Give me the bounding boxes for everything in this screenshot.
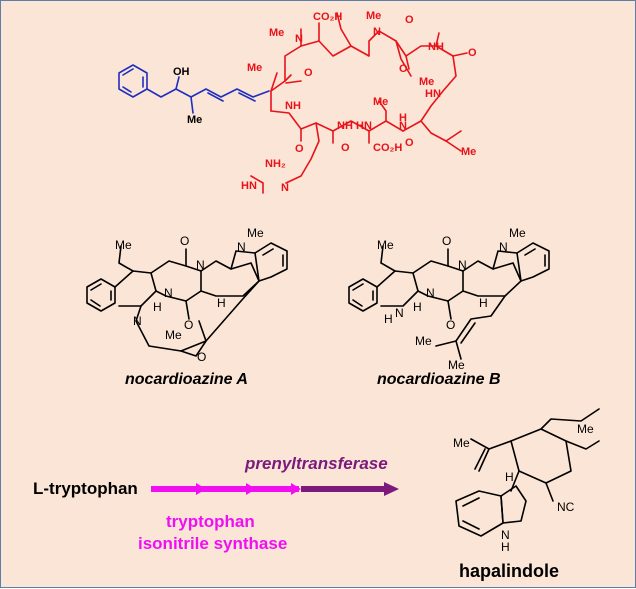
atom-me-2: Me — [366, 10, 381, 22]
atom-b-nme: Me — [509, 226, 526, 240]
atom-h-h: H — [505, 470, 514, 484]
nocardioazine-a-name: nocardioazine A — [125, 371, 248, 388]
atom-nh2: NH₂ — [265, 158, 286, 170]
atom-hn-2: HN — [356, 120, 372, 132]
atom-b-me: Me — [377, 238, 394, 252]
enzyme-isonitrile-synthase-line1: tryptophan — [166, 512, 255, 531]
top-peptide — [250, 12, 468, 194]
atom-b-h-nh: H — [384, 312, 393, 326]
hapalindole-name: hapalindole — [459, 561, 560, 581]
hapalindole-structure — [455, 408, 600, 537]
atom-b-n2: N — [426, 286, 435, 300]
atom-a-h1: H — [153, 300, 162, 314]
atom-nh-2: NH — [285, 100, 301, 112]
atom-o2: O — [304, 67, 313, 79]
atom-b-me3: Me — [448, 358, 465, 372]
atom-n-me-1: N — [295, 33, 303, 45]
atom-hn-1: HN — [425, 88, 441, 100]
atom-n-h: N — [281, 182, 289, 194]
atom-me-7: Me — [461, 146, 476, 158]
atom-me-1: Me — [269, 27, 284, 39]
atom-o7: O — [405, 137, 414, 149]
atom-b-n1: N — [458, 258, 467, 272]
atom-me-5: Me — [419, 76, 434, 88]
atom-o4: O — [399, 63, 408, 75]
atom-o1: O — [405, 14, 414, 26]
nocardioazine-b-name: nocardioazine B — [377, 371, 501, 388]
enzyme-isonitrile-synthase-line2: isonitrile synthase — [138, 534, 288, 553]
atom-a-h2: H — [217, 296, 226, 310]
atom-a-o1: O — [180, 234, 189, 248]
atom-h-nh: N — [501, 528, 510, 542]
pathway-arrows — [151, 482, 399, 496]
pathway-start-label: L-tryptophan — [33, 479, 138, 498]
atom-a-n2: N — [164, 286, 173, 300]
atom-oh: OH — [173, 66, 190, 78]
nocardioazine-a-labels: Me O O N N N N Me H H Me O — [115, 226, 264, 364]
atom-a-n4: N — [237, 240, 246, 254]
atom-b-n3: N — [499, 240, 508, 254]
atom-b-o2: O — [446, 318, 455, 332]
nocardioazine-b-labels: Me O O N N N H N Me H H Me Me — [377, 226, 526, 372]
nocardioazine-b-structure — [348, 242, 550, 360]
atom-a-n1: N — [196, 258, 205, 272]
atom-a-me: Me — [115, 238, 132, 252]
atom-b-h1: H — [413, 300, 422, 314]
nocardioazine-a-structure — [86, 242, 288, 357]
atom-me-3: Me — [187, 114, 202, 126]
atom-co2h-b: CO₂H — [373, 142, 402, 154]
top-peptide-sidechain — [118, 64, 270, 114]
atom-hn-3: HN — [241, 180, 257, 192]
atom-a-o3: O — [197, 350, 206, 364]
atom-co2h-top: CO₂H — [313, 11, 342, 23]
top-peptide-labels: CO₂H N Me N Me O O NH OH Me Me NH O HN M… — [173, 10, 477, 194]
atom-a-nme: Me — [247, 226, 264, 240]
atom-nh-1: NH — [428, 41, 444, 53]
atom-h-4: H — [399, 112, 407, 124]
enzyme-prenyltransferase: prenyltransferase — [245, 454, 388, 473]
atom-nh-4: N — [399, 120, 407, 132]
atom-h-me2: Me — [577, 422, 594, 436]
atom-b-nh: N — [395, 306, 404, 320]
atom-b-o1: O — [442, 234, 451, 248]
atom-me-6: Me — [373, 96, 388, 108]
atom-o5: O — [295, 143, 304, 155]
atom-h-h-nh: H — [501, 540, 510, 554]
atom-a-o2: O — [184, 318, 193, 332]
atom-b-me2: Me — [415, 334, 432, 348]
atom-me-4: Me — [247, 62, 262, 74]
atom-o3: O — [468, 47, 477, 59]
atom-h-me1: Me — [453, 436, 470, 450]
atom-a-me2: Me — [165, 328, 182, 342]
atom-b-h2: H — [479, 296, 488, 310]
atom-o6: O — [341, 142, 350, 154]
atom-a-n3: N — [133, 314, 142, 328]
atom-nh-3: NH — [337, 120, 353, 132]
atom-n-me-2: N — [373, 26, 381, 38]
atom-h-nc: NC — [557, 500, 575, 514]
hapalindole-labels: Me Me H NC N H — [453, 422, 594, 554]
